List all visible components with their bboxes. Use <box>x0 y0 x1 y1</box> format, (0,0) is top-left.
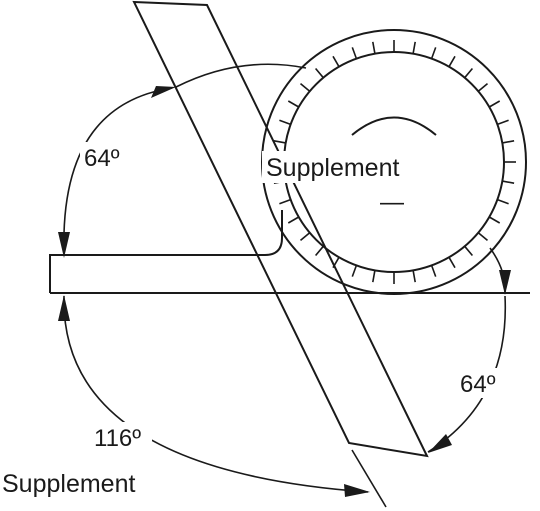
dial-tick <box>279 198 291 205</box>
angle-label-116: 116º <box>94 425 141 452</box>
dial-tick <box>497 198 509 205</box>
dial-tick <box>332 55 340 68</box>
arrowhead-upper-b <box>151 86 176 98</box>
dial-tick <box>477 232 489 242</box>
dial-tick <box>279 119 291 126</box>
angle-label-64-upper: 64º <box>84 145 120 172</box>
dial-tick <box>464 245 474 257</box>
angle-label-64-lower: 64º <box>460 371 496 398</box>
dial-tick <box>502 140 515 144</box>
dial-tick <box>314 245 324 257</box>
dial-tick <box>372 270 376 283</box>
arrowhead-116-a <box>58 295 70 321</box>
dial-tick <box>273 140 286 144</box>
supplement-label-dial: Supplement <box>266 154 399 182</box>
dial-tick <box>412 41 416 54</box>
dial-tick <box>488 216 501 224</box>
dial-tick <box>477 82 489 92</box>
dial-tick <box>488 100 501 108</box>
dimension-arc-64-upper <box>63 87 173 254</box>
dial-tick <box>430 47 437 59</box>
dial-tick <box>430 265 437 277</box>
slanted-blade <box>132 0 429 458</box>
dial-tick <box>351 47 358 59</box>
arrowhead-116-b <box>344 484 370 497</box>
dial-tick <box>314 67 324 79</box>
dial-tick <box>299 232 311 242</box>
supplement-label-bottom: Supplement <box>2 470 135 498</box>
dial-tick-marks <box>272 40 516 284</box>
dial-tick <box>299 82 311 92</box>
dial-tick <box>464 67 474 79</box>
dial-tick <box>497 119 509 126</box>
arrowhead-lower-a <box>499 270 511 295</box>
dial-tick <box>287 100 300 108</box>
dial-sign: — <box>380 189 404 216</box>
arrowhead-lower-b <box>428 434 452 453</box>
dial-tick <box>372 41 376 54</box>
dial-tick <box>351 265 358 277</box>
dial-indicator-arc <box>351 116 437 136</box>
dial-tick <box>412 270 416 283</box>
arrowhead-upper-a <box>58 232 70 258</box>
dial-tick <box>448 256 456 269</box>
blade-extension-line <box>351 449 387 508</box>
dial-tick <box>448 55 456 68</box>
dial-tick <box>502 180 515 184</box>
protractor-stock <box>49 210 283 293</box>
dial-tick <box>287 216 300 224</box>
dimension-arc-116 <box>63 295 369 493</box>
dimension-arc-64-upper-top <box>175 63 307 88</box>
